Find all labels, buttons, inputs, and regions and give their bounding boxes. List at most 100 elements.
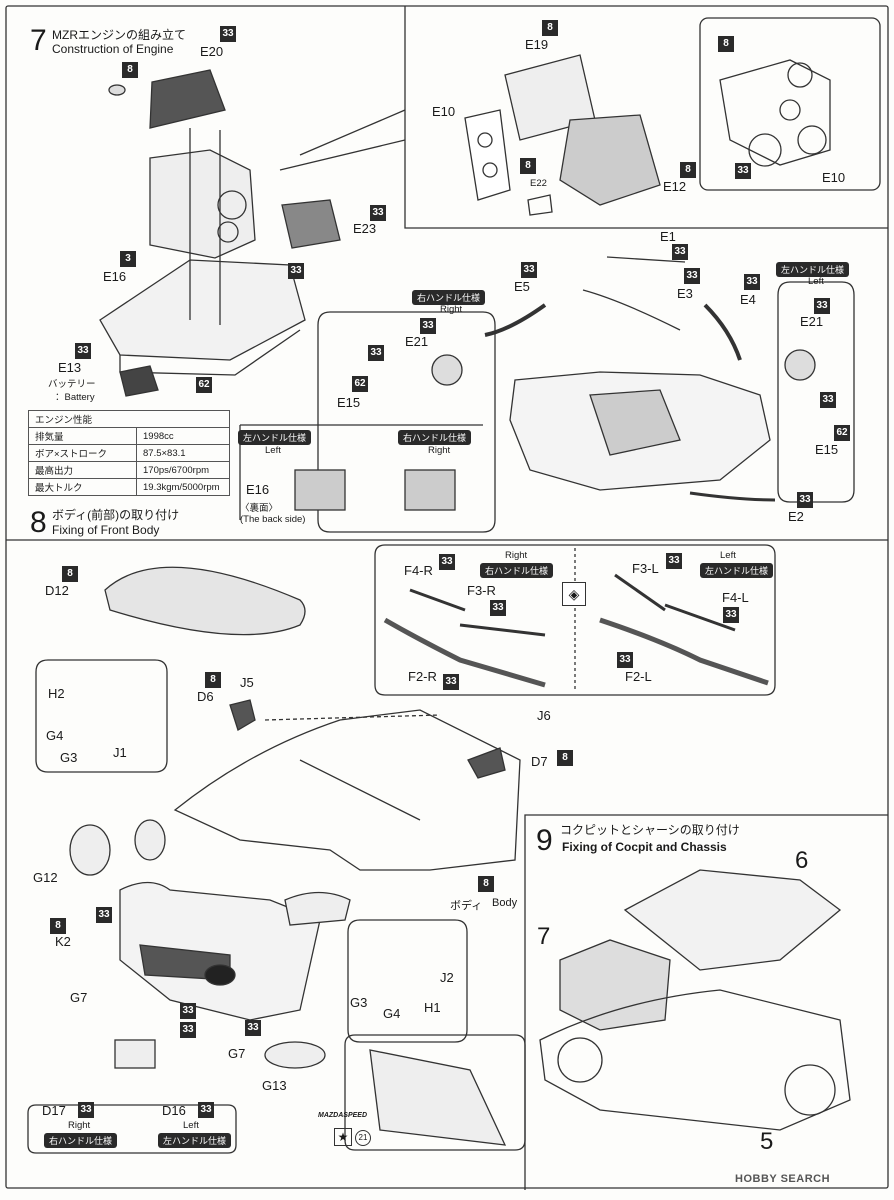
part-label: E21 [405, 334, 429, 349]
paint-badge: 33 [820, 392, 836, 408]
spec-cell: 87.5×83.1 [136, 444, 230, 462]
spec-cell: 1998cc [136, 427, 230, 445]
paint-badge: 33 [521, 262, 537, 278]
part-number-7: 7 [537, 923, 551, 950]
step7-title-en: Construction of Engine [52, 42, 174, 56]
battery-label-en: ：Battery [55, 392, 95, 403]
part-label: E15 [337, 395, 361, 410]
paint-badge: 8 [50, 918, 66, 934]
part-label: E21 [800, 314, 824, 329]
step8-title-en: Fixing of Front Body [52, 523, 160, 537]
part-label: K2 [55, 934, 71, 949]
part-number-5: 5 [760, 1128, 774, 1155]
right-en: Right [505, 550, 528, 561]
paint-badge: 8 [520, 158, 536, 174]
paint-badge: 33 [198, 1102, 214, 1118]
right-handle-tag: 右ハンドル仕様 [398, 430, 472, 445]
paint-badge: 33 [245, 1020, 261, 1036]
paint-badge: 62 [352, 376, 368, 392]
part-number-6: 6 [795, 847, 809, 874]
paint-badge: 8 [542, 20, 558, 36]
right-en: Right [68, 1120, 91, 1131]
paint-badge: 33 [672, 244, 688, 260]
step-number-9: 9 [536, 824, 553, 857]
paint-badge: 33 [617, 652, 633, 668]
step9-title-jp: コクピットとシャーシの取り付け [560, 823, 740, 837]
step7-title-jp: MZRエンジンの組み立て [52, 28, 186, 42]
paint-badge: 33 [220, 26, 236, 42]
part-label: G3 [60, 750, 78, 765]
spec-cell: 19.3kgm/5000rpm [136, 478, 230, 496]
paint-badge: 33 [420, 318, 436, 334]
paint-badge: 33 [368, 345, 384, 361]
battery-label-jp: バッテリー [48, 379, 96, 390]
part-label: E10 [432, 104, 456, 119]
part-label: E16 [103, 269, 127, 284]
part-label: J6 [537, 708, 551, 723]
part-label: J5 [240, 675, 254, 690]
part-label: E19 [525, 37, 549, 52]
part-label: F4-L [722, 590, 749, 605]
part-label: H1 [424, 1000, 441, 1015]
paint-badge: 33 [288, 263, 304, 279]
part-label: G3 [350, 995, 368, 1010]
paint-badge: 8 [557, 750, 573, 766]
part-label: E10 [822, 170, 846, 185]
part-label: E20 [200, 44, 224, 59]
spec-cell: ボア×ストローク [28, 444, 137, 462]
left-handle-en: Left [265, 445, 281, 456]
paint-badge: 33 [439, 554, 455, 570]
left-en: Left [720, 550, 736, 561]
part-label: D12 [45, 583, 69, 598]
part-label: E3 [677, 286, 693, 301]
part-label: G7 [228, 1046, 246, 1061]
mirror-symbol-icon: ◈ [562, 582, 586, 606]
right-handle-tag: 右ハンドル仕様 [44, 1133, 118, 1148]
part-label: E2 [788, 509, 804, 524]
paint-badge: 8 [205, 672, 221, 688]
paint-badge: 33 [370, 205, 386, 221]
paint-badge: 33 [75, 343, 91, 359]
paint-badge: 33 [443, 674, 459, 690]
part-label: D7 [531, 754, 548, 769]
body-label-jp: ボディ [450, 900, 483, 912]
paint-badge: 8 [680, 162, 696, 178]
step-number-8: 8 [30, 506, 47, 539]
paint-badge: 33 [666, 553, 682, 569]
part-label: J2 [440, 970, 454, 985]
paint-badge: 33 [744, 274, 760, 290]
part-label: F3-L [632, 561, 659, 576]
part-label: G13 [262, 1078, 287, 1093]
part-label: F4-R [404, 563, 433, 578]
paint-badge: 8 [478, 876, 494, 892]
left-handle-tag: 左ハンドル仕様 [238, 430, 312, 445]
spec-title: エンジン性能 [28, 410, 230, 428]
part-label: H2 [48, 686, 65, 701]
paint-badge: 33 [78, 1102, 94, 1118]
part-label: E13 [58, 360, 82, 375]
right-handle-en: Right [440, 304, 463, 315]
paint-badge: 62 [834, 425, 850, 441]
part-label: E15 [815, 442, 839, 457]
left-handle-tag: 左ハンドル仕様 [776, 262, 850, 277]
part-label: F2-L [625, 669, 652, 684]
part-label: E23 [353, 221, 377, 236]
part-label: J1 [113, 745, 127, 760]
part-label: F3-R [467, 583, 496, 598]
part-label: G7 [70, 990, 88, 1005]
part-label: G12 [33, 870, 58, 885]
spec-cell: 170ps/6700rpm [136, 461, 230, 479]
paint-badge: 33 [180, 1022, 196, 1038]
spec-cell: 最高出力 [28, 461, 137, 479]
part-label: D6 [197, 689, 214, 704]
step9-title-en: Fixing of Cocpit and Chassis [562, 840, 727, 854]
part-label: D16 [162, 1103, 186, 1118]
star-icon: ★ [334, 1128, 352, 1146]
paint-badge: 62 [196, 377, 212, 393]
part-label: G4 [383, 1006, 401, 1021]
right-handle-en: Right [428, 445, 451, 456]
decal-number: 21 [355, 1130, 371, 1146]
left-handle-en: Left [808, 276, 824, 287]
